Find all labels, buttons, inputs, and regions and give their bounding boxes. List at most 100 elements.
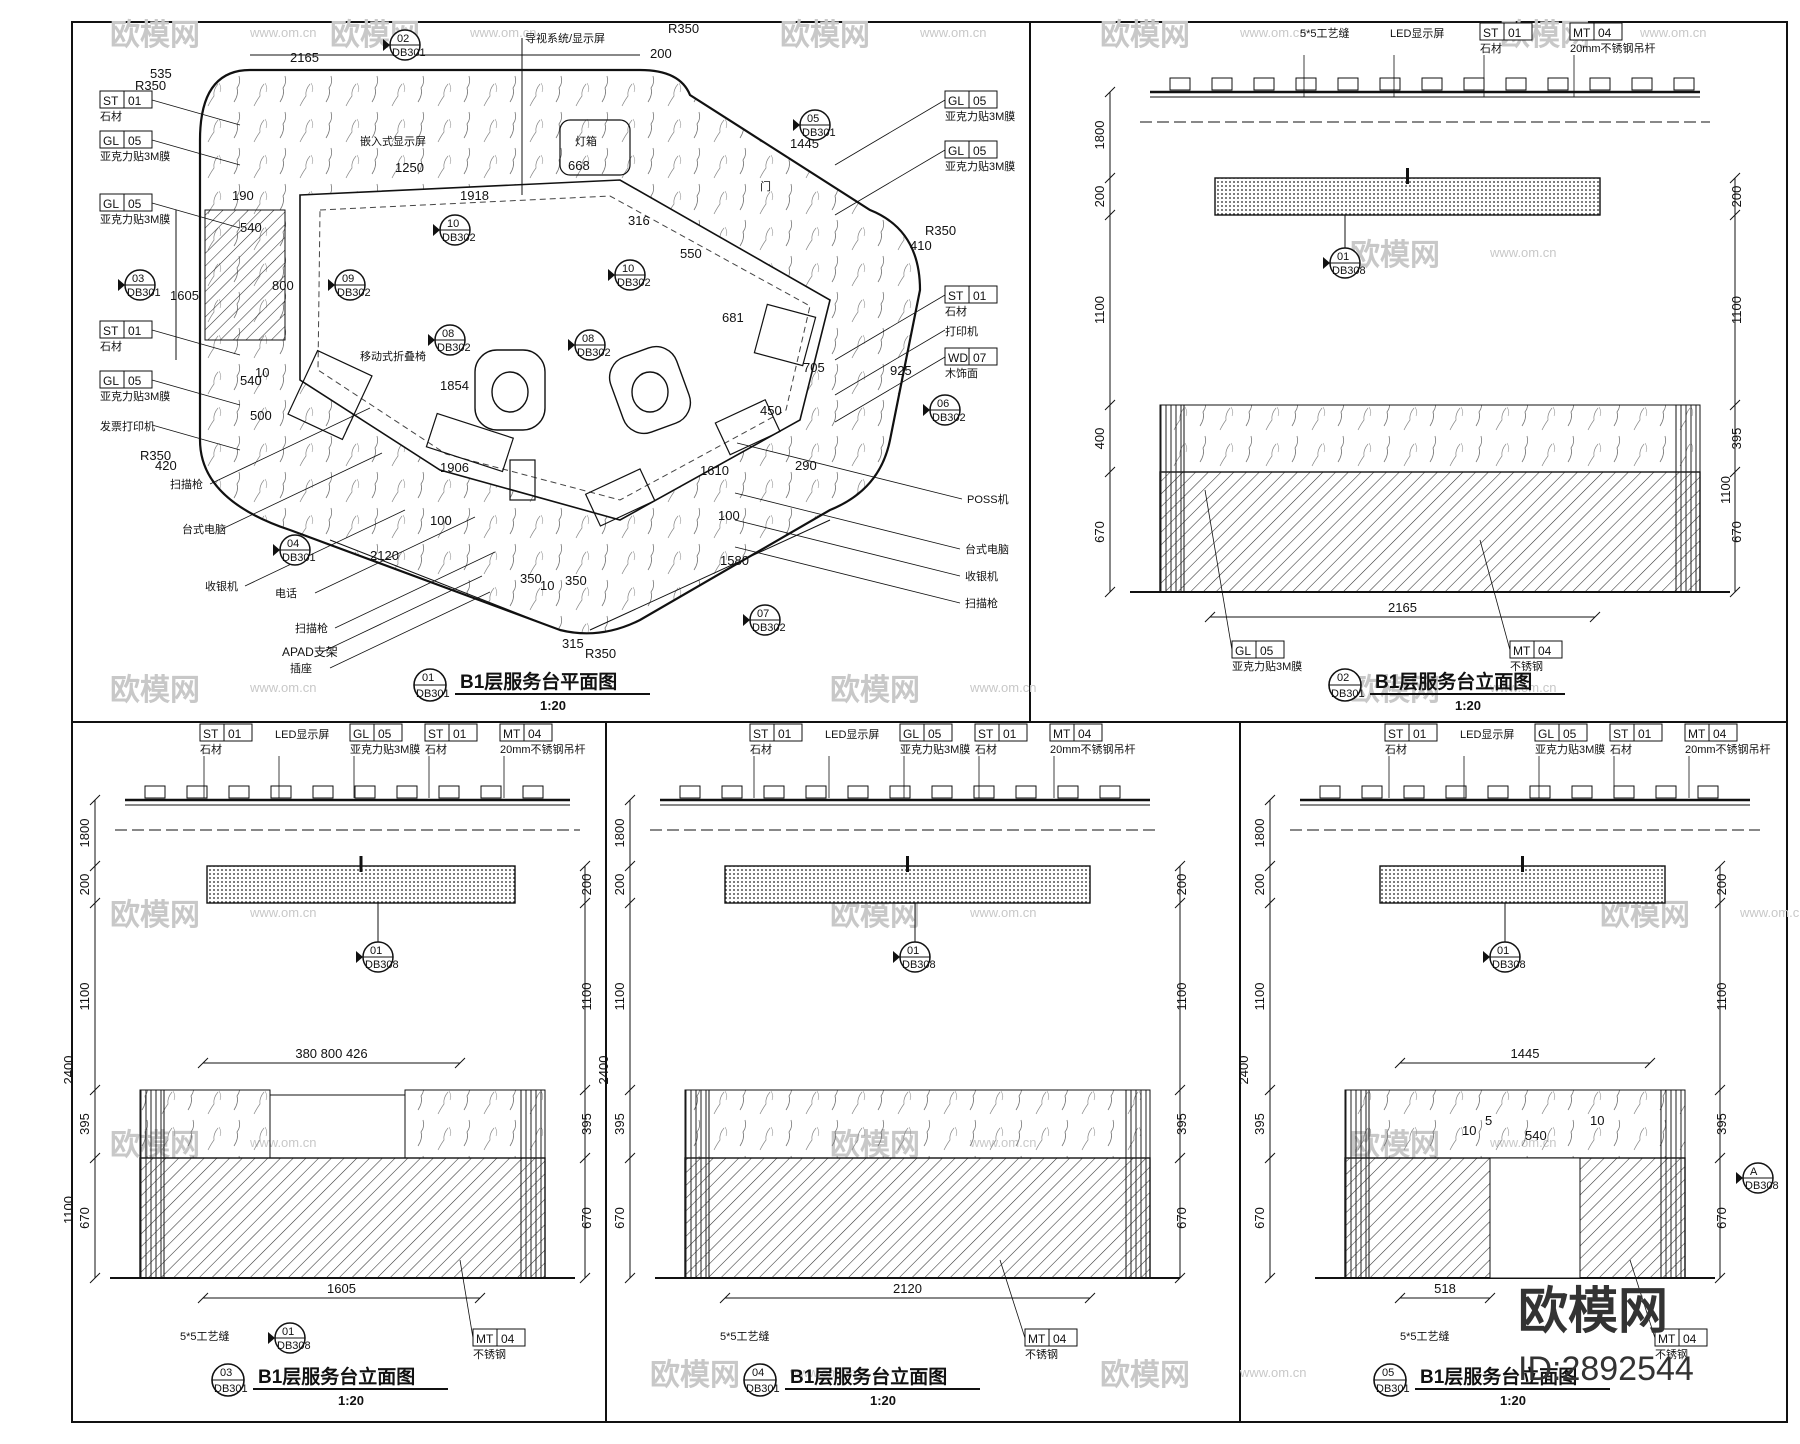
tag-description: LED显示屏 [1390, 27, 1444, 40]
material-tag: LED显示屏 [1390, 27, 1444, 40]
sub-dimension: 10 [1462, 1123, 1476, 1138]
vertical-dimension: 1100 [1252, 983, 1267, 1011]
tag-number: 04 [501, 1332, 515, 1346]
watermark-brand: 欧模网 [1600, 899, 1690, 932]
vertical-dimension: 670 [1729, 521, 1744, 543]
material-tag: 发票打印机 [100, 419, 155, 433]
plan-dimension: 705 [803, 360, 825, 375]
vertical-dimension: 1100 [61, 1196, 76, 1224]
plan-dimension: 668 [568, 158, 590, 173]
tag-code: GL [103, 197, 119, 211]
watermark-brand: 欧模网 [830, 674, 920, 707]
section-ref: DB302 [442, 232, 476, 244]
view-ref: DB301 [416, 688, 450, 700]
tag-description: LED显示屏 [1460, 728, 1514, 741]
view-number: 01 [422, 672, 434, 684]
plan-dimension: 100 [718, 508, 740, 523]
view-number: 02 [1337, 672, 1349, 684]
plan-dimension: 1906 [440, 460, 469, 475]
plan-dimension: 315 [562, 636, 584, 651]
tag-number: 01 [1638, 727, 1652, 741]
vertical-dimension: 200 [1714, 874, 1729, 896]
view-number: 05 [1382, 1367, 1394, 1379]
plan-dimension: 410 [910, 238, 932, 253]
section-no: 01 [1337, 251, 1349, 263]
watermark-url: www.om.cn [919, 25, 986, 40]
tag-number: 01 [128, 324, 142, 338]
vertical-dimension: 670 [1092, 521, 1107, 543]
tag-code: MT [1028, 1332, 1046, 1346]
view-title-text: B1层服务台立面图 [258, 1365, 415, 1388]
material-tag: 打印机 [945, 324, 978, 338]
plan-dimension: R350 [668, 21, 699, 36]
plan-dimension: 540 [240, 220, 262, 235]
section-ref: DB302 [437, 342, 471, 354]
vertical-dimension: 200 [579, 874, 594, 896]
tag-code: ST [1483, 26, 1499, 40]
tag-description: 不锈钢 [1655, 1348, 1688, 1361]
tag-code: MT [1513, 644, 1531, 658]
vertical-dimension: 670 [1714, 1207, 1729, 1229]
vertical-dimension: 1800 [77, 819, 92, 848]
vertical-dimension: 200 [1252, 874, 1267, 896]
view-title-text: B1层服务台立面图 [1375, 670, 1532, 693]
tag-number: 07 [973, 351, 987, 365]
tag-code: ST [203, 727, 219, 741]
plan-dimension: 925 [890, 363, 912, 378]
plan-dimension: 2165 [290, 50, 319, 65]
equipment-label: 插座 [290, 661, 312, 675]
section-no: 03 [132, 273, 144, 285]
tag-description: LED显示屏 [825, 728, 879, 741]
vertical-dimension: 200 [1174, 874, 1189, 896]
tag-number: 01 [128, 94, 142, 108]
sub-dimension: 5 [1485, 1113, 1492, 1128]
tag-description: LED显示屏 [275, 728, 329, 741]
tag-description: 石材 [100, 339, 122, 353]
tag-code: ST [1388, 727, 1404, 741]
tag-description: 5*5工艺缝 [1300, 26, 1350, 40]
section-ref: DB308 [365, 959, 399, 971]
watermark-brand: 欧模网 [1100, 19, 1190, 52]
tag-number: 01 [778, 727, 792, 741]
vertical-dimension: 395 [1252, 1113, 1267, 1135]
material-tag: LED显示屏 [825, 728, 879, 741]
tag-number: 04 [1053, 1332, 1067, 1346]
room-label: 灯箱 [575, 134, 597, 148]
tag-number: 05 [128, 134, 142, 148]
plan-dimension: 550 [680, 246, 702, 261]
plan-dimension: R350 [140, 448, 171, 463]
section-ref: DB301 [802, 127, 836, 139]
view-scale: 1:20 [1455, 698, 1481, 713]
tag-code: MT [503, 727, 521, 741]
tag-code: ST [103, 94, 119, 108]
tag-code: GL [948, 144, 964, 158]
width-dimension: 2120 [893, 1281, 922, 1296]
tag-description: 石材 [1610, 742, 1632, 756]
tag-description: 亚克力贴3M膜 [900, 742, 970, 756]
tag-code: ST [428, 727, 444, 741]
watermark-brand: 欧模网 [830, 899, 920, 932]
tag-description: 20mm不锈钢吊杆 [1570, 41, 1656, 55]
tag-number: 01 [228, 727, 242, 741]
watermark-url: www.om.cn [969, 680, 1036, 695]
vertical-dimension: 670 [612, 1207, 627, 1229]
